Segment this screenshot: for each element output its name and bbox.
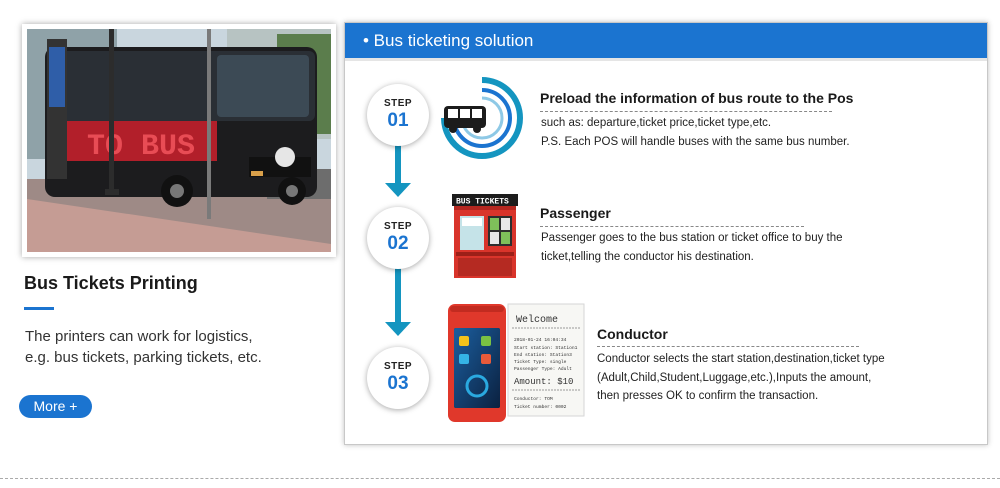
panel-header: • Bus ticketing solution bbox=[345, 23, 987, 58]
bus-side-text: TO BUS bbox=[87, 130, 195, 164]
step-label: STEP bbox=[383, 361, 413, 372]
bus-photo: TO BUS bbox=[27, 29, 331, 252]
receipt-line: Ticket Type: single bbox=[514, 359, 567, 365]
step-connector bbox=[395, 265, 401, 323]
bus-photo-frame: TO BUS bbox=[22, 24, 336, 257]
receipt-line: Conductor: TOM bbox=[514, 396, 553, 402]
more-button[interactable]: More + bbox=[19, 395, 92, 418]
step-label: STEP bbox=[383, 221, 413, 232]
arrow-down-icon bbox=[385, 322, 411, 336]
step-line: then presses OK to confirm the transacti… bbox=[597, 390, 819, 402]
step-line: Conductor selects the start station,dest… bbox=[597, 353, 885, 365]
panel-title: • Bus ticketing solution bbox=[363, 31, 534, 50]
step-3-title: Conductor bbox=[597, 326, 668, 342]
step-divider bbox=[540, 226, 804, 227]
receipt-heading: Welcome bbox=[516, 314, 558, 326]
step-line: P.S. Each POS will handle buses with the… bbox=[541, 135, 850, 148]
receipt-line: Start station: Station1 bbox=[514, 345, 578, 351]
receipt-line: 2018-01-24 16:04:34 bbox=[514, 337, 567, 343]
section-title: Bus Tickets Printing bbox=[24, 273, 198, 293]
step-2-description: Passenger goes to the bus station or tic… bbox=[541, 229, 843, 266]
arrow-down-icon bbox=[385, 183, 411, 197]
description-line: The printers can work for logistics, bbox=[25, 328, 253, 345]
step-1-badge: STEP 01 bbox=[367, 84, 429, 146]
step-2-badge: STEP 02 bbox=[367, 207, 429, 269]
step-divider bbox=[540, 111, 832, 112]
bottom-divider bbox=[0, 478, 1000, 479]
receipt-line: End station: Station3 bbox=[514, 352, 572, 358]
description-line: e.g. bus tickets, parking tickets, etc. bbox=[25, 349, 262, 366]
step-line: Passenger goes to the bus station or tic… bbox=[541, 232, 843, 244]
step-1-description: such as: departure,ticket price,ticket t… bbox=[541, 114, 850, 151]
step-label: STEP bbox=[383, 98, 413, 109]
receipt-amount: Amount: $10 bbox=[514, 377, 573, 387]
receipt-line: Ticket number: 0002 bbox=[514, 404, 567, 410]
step-number: 01 bbox=[387, 110, 409, 131]
step-3-description: Conductor selects the start station,dest… bbox=[597, 350, 885, 406]
section-description: The printers can work for logistics, e.g… bbox=[25, 326, 325, 368]
booth-sign-text: BUS TICKETS bbox=[456, 198, 509, 207]
step-line: (Adult,Child,Student,Luggage,etc.),Input… bbox=[597, 371, 872, 384]
step-line: ticket,telling the conductor his destina… bbox=[541, 250, 754, 263]
step-number: 02 bbox=[387, 233, 409, 254]
pos-terminal-icon: Welcome 2018-01-24 16:04:34 Start statio… bbox=[448, 303, 585, 422]
step-line: such as: departure,ticket price,ticket t… bbox=[541, 117, 772, 129]
header-divider bbox=[345, 58, 987, 61]
step-divider bbox=[597, 346, 859, 347]
step-2-title: Passenger bbox=[540, 205, 611, 221]
step-number: 03 bbox=[387, 373, 409, 394]
receipt-line: Passenger Type: Adult bbox=[514, 366, 572, 372]
ticket-booth-icon: BUS TICKETS bbox=[452, 194, 518, 278]
title-underline bbox=[24, 307, 54, 310]
step-connector bbox=[395, 142, 401, 184]
step-1-title: Preload the information of bus route to … bbox=[540, 90, 854, 106]
step-3-badge: STEP 03 bbox=[367, 347, 429, 409]
bus-icon bbox=[441, 77, 523, 159]
